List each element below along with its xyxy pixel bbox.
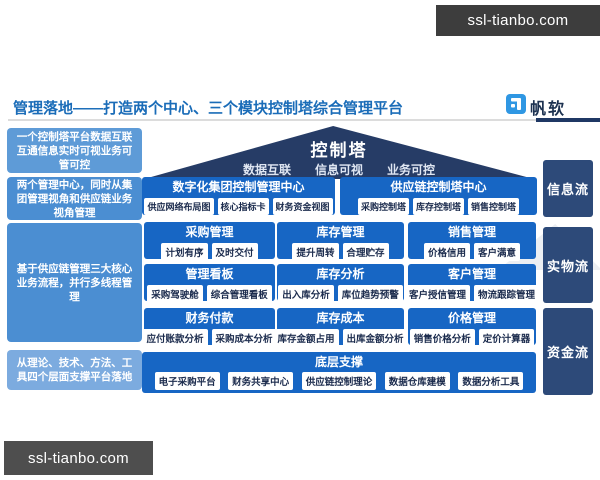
module-inventory-mgmt: 库存管理 提升周转 合理贮存: [277, 222, 404, 261]
flow-capital: 资金流: [543, 308, 593, 395]
chip: 财务共享中心: [228, 372, 294, 390]
flow-information: 信息流: [543, 160, 593, 217]
chip: 电子采购平台: [154, 372, 220, 390]
foundation-support: 底层支撑 电子采购平台 财务共享中心 供应链控制理论 数据仓库建模 数据分析工具: [142, 352, 536, 393]
chip: 库存控制塔: [412, 198, 464, 215]
roof-feature: 信息可视: [314, 163, 363, 177]
chip: 客户满意: [474, 243, 521, 261]
chip: 出库金额分析: [342, 329, 408, 347]
module-inventory-analysis: 库存分析 出入库分析 库位趋势预警: [277, 264, 404, 303]
module-items: 提升周转 合理贮存: [277, 243, 404, 261]
chip: 供应链控制理论: [301, 372, 377, 390]
chip: 应付账款分析: [142, 329, 208, 347]
watermark-top: ssl-tianbo.com: [436, 5, 600, 36]
center-title: 数字化集团控制管理中心: [172, 180, 305, 194]
page-title: 管理落地——打造两个中心、三个模块控制塔综合管理平台: [13, 100, 404, 117]
chip: 提升周转: [292, 243, 339, 261]
chip: 定价计算器: [478, 329, 535, 347]
roof-features: 数据互联 信息可视 业务可控: [144, 161, 534, 178]
chip: 数据仓库建模: [384, 372, 450, 390]
module-price-mgmt: 价格管理 销售价格分析 定价计算器: [408, 308, 536, 347]
module-items: 采购驾驶舱 综合管理看板: [144, 285, 275, 303]
flow-physical: 实物流: [543, 227, 593, 303]
chip: 采购驾驶舱: [147, 285, 203, 303]
center-title: 供应链控制塔中心: [390, 180, 487, 194]
title-underline-accent: [536, 118, 600, 122]
center-items: 采购控制塔 库存控制塔 销售控制塔: [340, 198, 537, 215]
chip: 出入库分析: [278, 285, 334, 303]
note-two-centers: 两个管理中心，同时从集团管理视角和供应链业务视角管理: [7, 177, 142, 220]
module-title: 销售管理: [447, 225, 496, 239]
chip: 采购成本分析: [211, 329, 277, 347]
module-title: 库存管理: [316, 225, 365, 239]
chip: 库位趋势预警: [337, 285, 403, 303]
chip: 及时交付: [211, 243, 258, 261]
chip: 物流跟踪管理: [474, 285, 540, 303]
module-title: 库存成本: [316, 311, 365, 325]
module-title: 管理看板: [185, 267, 234, 281]
module-items: 出入库分析 库位趋势预警: [277, 285, 404, 303]
chip: 计划有序: [161, 243, 208, 261]
chip: 销售价格分析: [409, 329, 475, 347]
module-items: 应付账款分析 采购成本分析: [142, 329, 277, 347]
chip: 价格信用: [423, 243, 470, 261]
module-title: 库存分析: [316, 267, 365, 281]
chip: 采购控制塔: [357, 198, 409, 215]
module-items: 计划有序 及时交付: [144, 243, 275, 261]
note-three-processes: 基于供应链管理三大核心业务流程，并行多线程管理: [7, 223, 142, 342]
module-title: 客户管理: [447, 267, 496, 281]
foundation-items: 电子采购平台 财务共享中心 供应链控制理论 数据仓库建模 数据分析工具: [142, 372, 536, 390]
roof-feature: 数据互联: [242, 163, 291, 177]
chip: 供应网络布局图: [144, 198, 214, 215]
chip: 销售控制塔: [468, 198, 520, 215]
chip: 客户授信管理: [404, 285, 470, 303]
module-inventory-cost: 库存成本 库存金额占用 出库金额分析: [273, 308, 408, 347]
fanruan-logo-text: 帆软: [530, 100, 567, 118]
chip: 合理贮存: [342, 243, 389, 261]
module-title: 价格管理: [447, 311, 496, 325]
fanruan-logo: 帆软: [506, 94, 566, 119]
chip: 综合管理看板: [206, 285, 272, 303]
title-underline: [8, 119, 600, 121]
module-customer-mgmt: 客户管理 客户授信管理 物流跟踪管理: [404, 264, 540, 303]
module-sales-mgmt: 销售管理 价格信用 客户满意: [408, 222, 536, 261]
chip: 核心指标卡: [217, 198, 269, 215]
center-group-control: 数字化集团控制管理中心 供应网络布局图 核心指标卡 财务资金视图: [142, 177, 335, 215]
roof-feature: 业务可控: [387, 163, 436, 177]
center-supplychain-tower: 供应链控制塔中心 采购控制塔 库存控制塔 销售控制塔: [340, 177, 537, 215]
chip: 财务资金视图: [272, 198, 333, 215]
module-mgmt-dashboard: 管理看板 采购驾驶舱 综合管理看板: [144, 264, 275, 303]
module-title: 采购管理: [185, 225, 234, 239]
note-control-tower: 一个控制塔平台数据互联互通信息实时可视业务可管可控: [7, 128, 142, 173]
module-title: 财务付款: [185, 311, 234, 325]
chip: 库存金额占用: [273, 329, 339, 347]
module-items: 价格信用 客户满意: [408, 243, 536, 261]
center-items: 供应网络布局图 核心指标卡 财务资金视图: [142, 198, 335, 215]
roof-title: 控制塔: [310, 141, 368, 160]
module-finance-payment: 财务付款 应付账款分析 采购成本分析: [142, 308, 277, 347]
module-items: 库存金额占用 出库金额分析: [273, 329, 408, 347]
note-four-layers: 从理论、技术、方法、工具四个层面支撑平台落地: [7, 350, 142, 390]
module-items: 销售价格分析 定价计算器: [408, 329, 536, 347]
module-procurement-mgmt: 采购管理 计划有序 及时交付: [144, 222, 275, 261]
fanruan-logo-icon: [506, 94, 526, 119]
module-items: 客户授信管理 物流跟踪管理: [404, 285, 540, 303]
chip: 数据分析工具: [458, 372, 524, 390]
foundation-title: 底层支撑: [314, 355, 363, 369]
watermark-bottom: ssl-tianbo.com: [4, 441, 153, 475]
